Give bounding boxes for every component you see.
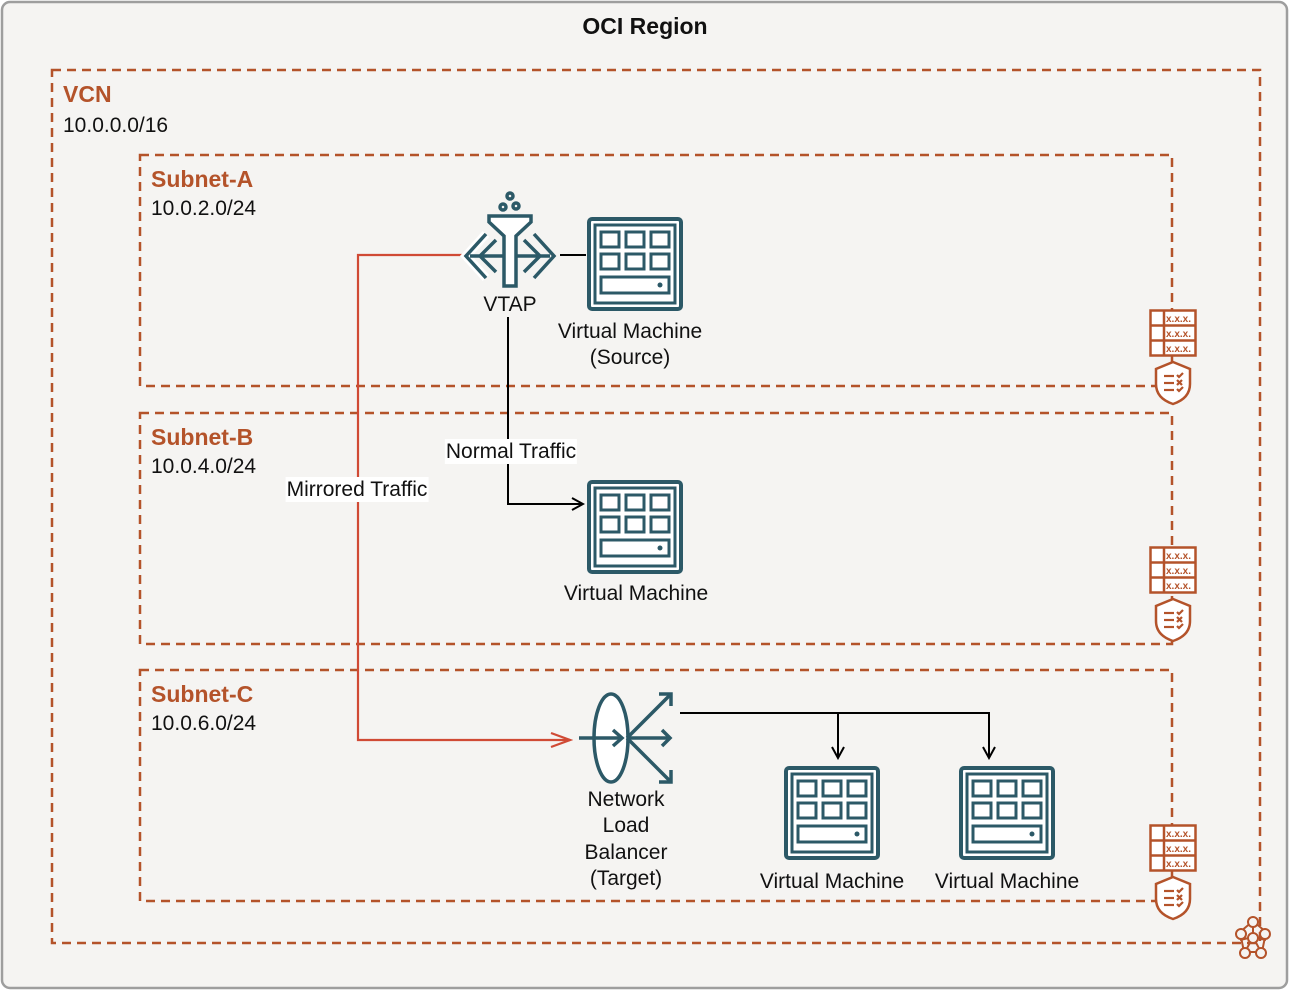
nlb-label-4: (Target) [589, 867, 663, 890]
vm-source-icon [587, 217, 683, 311]
subnet-b-label: Subnet-B [151, 424, 254, 450]
mirrored-traffic-label: Mirrored Traffic [285, 477, 429, 503]
route-table-entry: x.x.x. [1166, 566, 1191, 577]
vcn-label: VCN [63, 81, 112, 107]
route-table-entry: x.x.x. [1166, 329, 1191, 340]
route-table-entry: x.x.x. [1166, 581, 1191, 592]
region-title: OCI Region [582, 13, 708, 39]
vm-c1-label: Virtual Machine [759, 870, 905, 893]
subnet-b-cidr: 10.0.4.0/24 [151, 455, 257, 478]
network-load-balancer-icon [579, 692, 673, 784]
nlb-output-edge [680, 712, 989, 758]
vtap-icon [459, 191, 557, 288]
nlb-label-3: Balancer [584, 841, 668, 864]
normal-traffic-edge [507, 317, 583, 504]
security-list-icon-c [1154, 875, 1192, 921]
vcn-box [50, 68, 1262, 945]
subnet-b-box [138, 411, 1174, 646]
nlb-label-2: Load [602, 814, 650, 837]
subnet-a-box [138, 153, 1174, 388]
normal-traffic-label: Normal Traffic [444, 439, 578, 465]
route-table-entry: x.x.x. [1166, 829, 1191, 840]
vm-b-icon [587, 480, 683, 574]
vtap-label: VTAP [483, 293, 537, 316]
vcn-icon [1235, 916, 1271, 959]
subnet-a-cidr: 10.0.2.0/24 [151, 197, 257, 220]
subnet-a-label: Subnet-A [151, 166, 254, 192]
nlb-label-1: Network [587, 788, 665, 811]
security-list-icon-a [1154, 360, 1192, 406]
vm-c2-icon [959, 766, 1055, 860]
route-table-icon-b: x.x.x. x.x.x. x.x.x. [1149, 546, 1197, 594]
route-table-entry: x.x.x. [1166, 859, 1191, 870]
subnet-c-label: Subnet-C [151, 681, 254, 707]
vm-b-label: Virtual Machine [563, 582, 709, 605]
security-list-icon-b [1154, 597, 1192, 643]
route-table-icon-a: x.x.x. x.x.x. x.x.x. [1149, 309, 1197, 357]
vm-source-label-2: (Source) [589, 346, 671, 369]
route-table-icon-c: x.x.x. x.x.x. x.x.x. [1149, 824, 1197, 872]
subnet-c-cidr: 10.0.6.0/24 [151, 712, 257, 735]
route-table-entry: x.x.x. [1166, 844, 1191, 855]
vm-source-label-1: Virtual Machine [557, 320, 703, 343]
route-table-entry: x.x.x. [1166, 314, 1191, 325]
route-table-entry: x.x.x. [1166, 344, 1191, 355]
vm-c2-label: Virtual Machine [934, 870, 1080, 893]
route-table-entry: x.x.x. [1166, 551, 1191, 562]
vm-c1-icon [784, 766, 880, 860]
subnet-c-box [138, 668, 1174, 903]
vcn-cidr: 10.0.0.0/16 [63, 114, 169, 137]
